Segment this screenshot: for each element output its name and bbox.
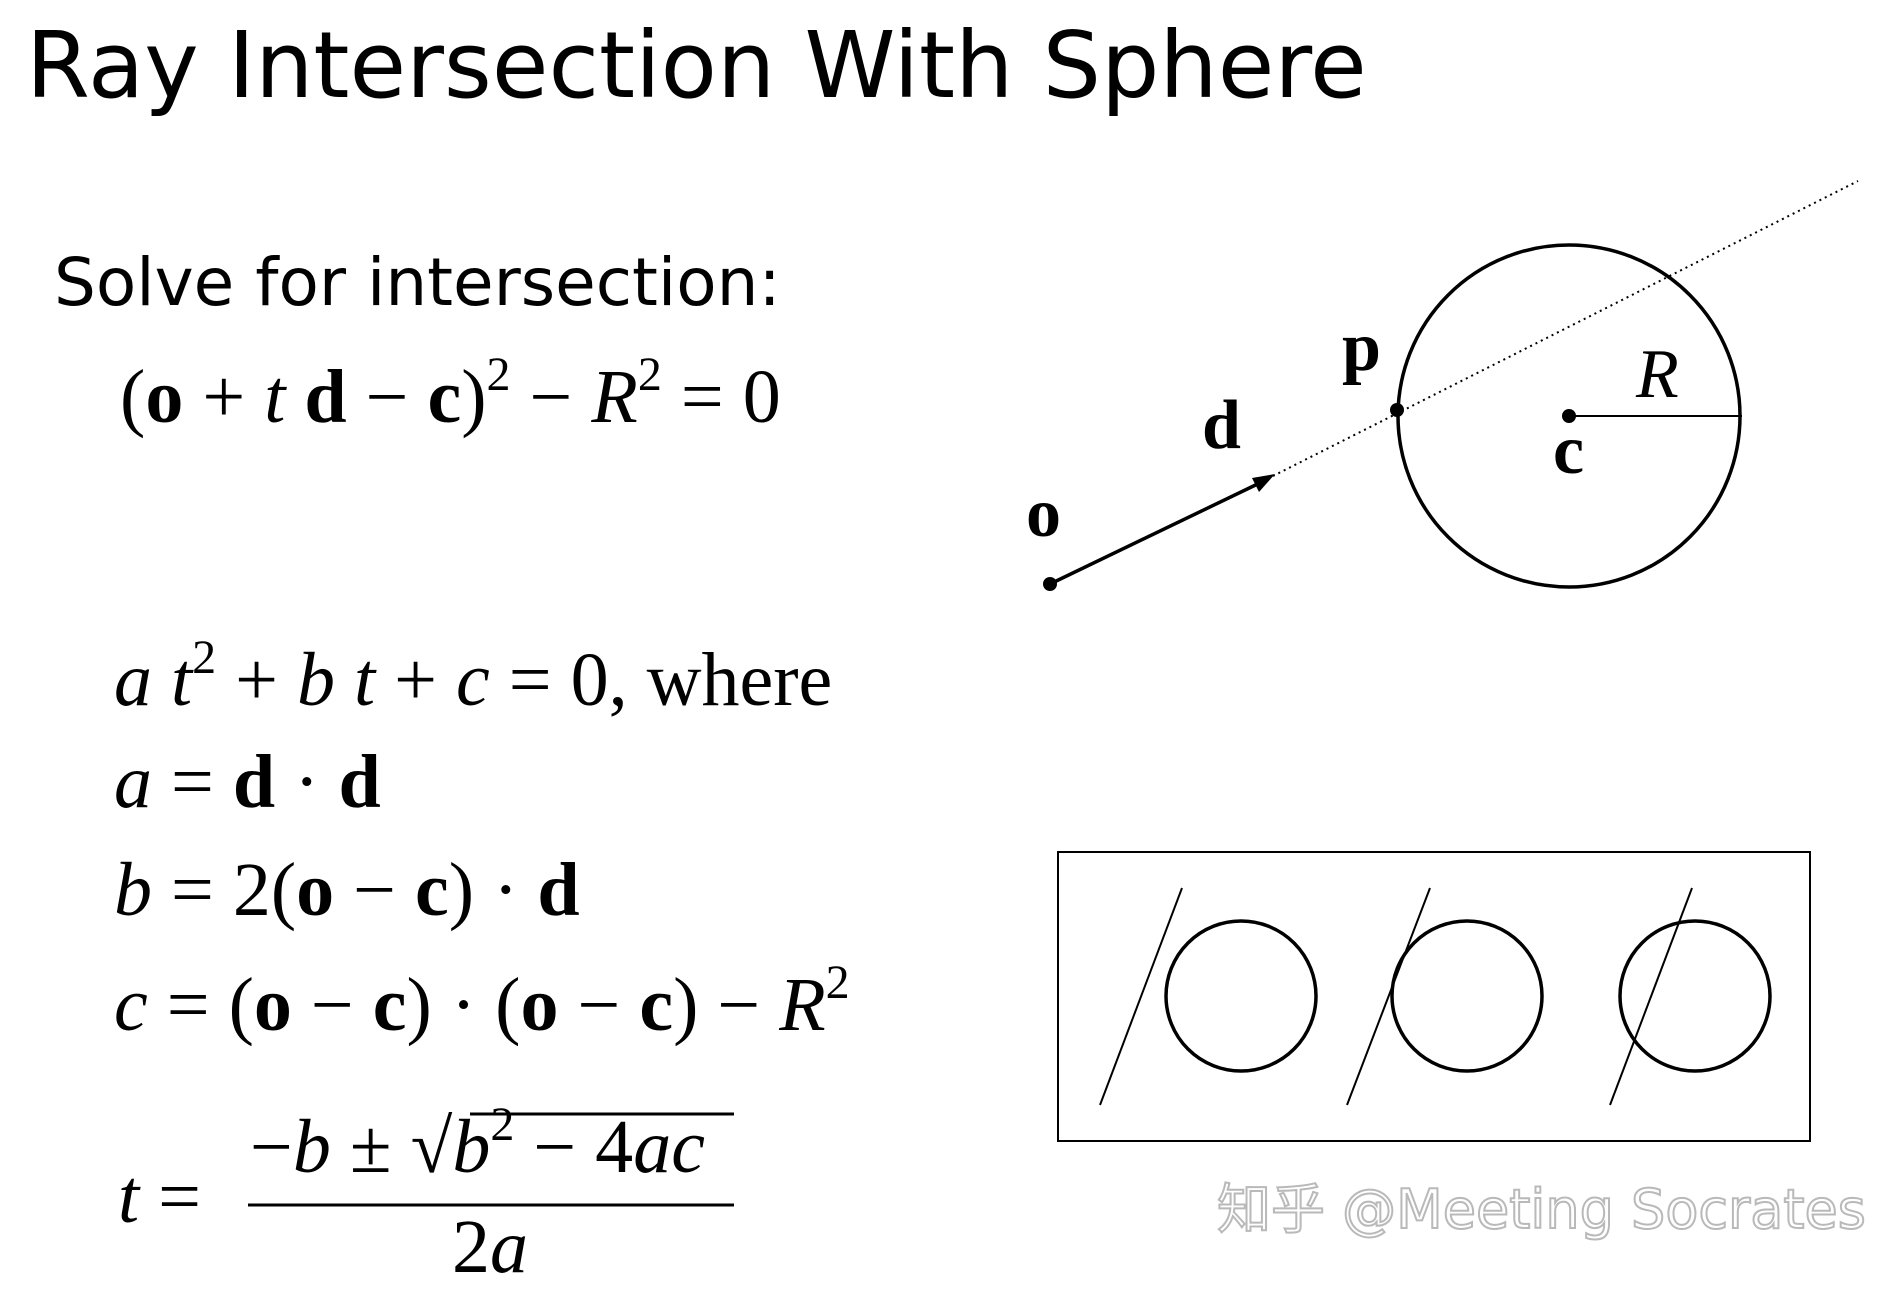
- slide-title: Ray Intersection With Sphere: [26, 12, 1367, 119]
- center-point: [1562, 409, 1576, 423]
- ray-dotted-line: [1272, 180, 1859, 477]
- case-tangent-ray: [1346, 887, 1431, 1106]
- label-d: d: [1202, 387, 1241, 464]
- equation-b: b = 2(o − c) · d: [114, 848, 580, 932]
- intersection-cases-diagram: [1057, 851, 1811, 1142]
- label-o: o: [1026, 475, 1061, 552]
- intersection-point: [1390, 403, 1404, 417]
- equation-t-denominator: 2a: [452, 1205, 528, 1289]
- label-c: c: [1553, 412, 1584, 489]
- equation-t-numerator: −b ± √b2 − 4ac: [250, 1098, 705, 1189]
- case-miss-circle: [1164, 919, 1318, 1073]
- arrowhead-icon: [1252, 474, 1275, 492]
- origin-point: [1043, 577, 1057, 591]
- subtitle: Solve for intersection:: [54, 244, 781, 321]
- watermark: 知乎 @Meeting Socrates: [1217, 1178, 1866, 1241]
- case-miss-ray: [1099, 887, 1183, 1106]
- ray-sphere-diagram: o d p R c: [1026, 180, 1859, 591]
- case-tangent-circle: [1390, 919, 1544, 1073]
- label-p: p: [1342, 309, 1381, 386]
- direction-arrow: [1049, 477, 1269, 586]
- case-hit-circle: [1618, 919, 1772, 1073]
- cases-frame: [1057, 851, 1811, 1142]
- case-hit-ray: [1609, 887, 1693, 1106]
- equation-sphere-ray: (o + t d − c)2 − R2 = 0: [120, 348, 781, 439]
- equation-t-lhs: t =: [118, 1155, 201, 1239]
- label-r: R: [1635, 336, 1679, 413]
- equation-a: a = d · d: [114, 740, 381, 824]
- equation-c: c = (o − c) · (o − c) − R2: [114, 956, 850, 1047]
- equation-quadratic: a t2 + b t + c = 0, where: [114, 631, 832, 722]
